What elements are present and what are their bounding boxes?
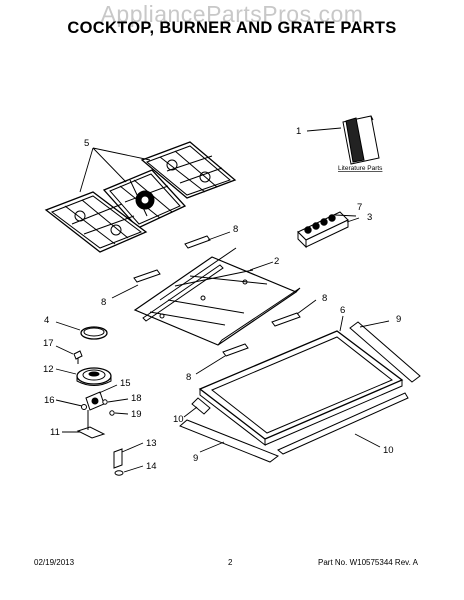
- grate-left[interactable]: [44, 191, 148, 253]
- trim-strip-9-front[interactable]: [179, 419, 280, 463]
- callout-8-left: 8: [101, 297, 106, 308]
- valve-assembly[interactable]: [297, 211, 349, 249]
- clip-19[interactable]: [109, 410, 115, 416]
- callout-3: 3: [367, 212, 372, 223]
- literature-parts-label: Literature Parts: [338, 165, 383, 172]
- strip-8-upper[interactable]: [184, 235, 211, 249]
- callout-9-back: 9: [396, 314, 401, 325]
- callout-17: 17: [43, 338, 54, 349]
- callout-8-right: 8: [322, 293, 327, 304]
- trim-strip-10-bottom[interactable]: [277, 392, 409, 455]
- electrode-17[interactable]: [73, 350, 83, 364]
- spark-wire-18[interactable]: [102, 399, 108, 405]
- callout-10-bottom: 10: [383, 445, 394, 456]
- callout-5: 5: [84, 138, 89, 149]
- grate-center[interactable]: [102, 169, 187, 229]
- orifice-holder[interactable]: [85, 391, 105, 411]
- page-title: COCKTOP, BURNER AND GRATE PARTS: [67, 19, 397, 37]
- heat-shield[interactable]: [133, 247, 301, 346]
- callout-7: 7: [357, 202, 362, 213]
- callout-numbers: 1 2 3 4 5 6 7 8 8 8 8 9 9 10 10 11 12 13…: [43, 126, 401, 472]
- washer-14[interactable]: [114, 470, 124, 476]
- strip-8-left[interactable]: [133, 269, 161, 283]
- bracket-11[interactable]: [76, 410, 106, 439]
- footer-date: 02/19/2013: [34, 558, 75, 567]
- literature-parts-booklet[interactable]: [342, 115, 380, 165]
- callout-6: 6: [340, 305, 345, 316]
- screw-13[interactable]: [113, 448, 123, 469]
- strip-8-lower[interactable]: [222, 343, 249, 357]
- callout-12: 12: [43, 364, 54, 375]
- footer-page-number: 2: [228, 558, 233, 567]
- callout-10-left: 10: [173, 414, 184, 425]
- callout-4: 4: [44, 315, 49, 326]
- callout-14: 14: [146, 461, 157, 472]
- gas-orifice-16[interactable]: [81, 404, 87, 410]
- leader-lines: [55, 127, 390, 473]
- burner-base[interactable]: [76, 367, 112, 386]
- footer-part-number: Part No. W10575344 Rev. A: [318, 558, 418, 567]
- watermark: AppliancePartsPros.com: [100, 1, 364, 27]
- callout-19: 19: [131, 409, 142, 420]
- callout-13: 13: [146, 438, 157, 449]
- cooktop-frame[interactable]: [198, 330, 404, 447]
- burner-cap[interactable]: [80, 326, 108, 340]
- trim-strip-10-left[interactable]: [191, 397, 211, 415]
- callout-1: 1: [296, 126, 301, 137]
- callout-16: 16: [44, 395, 55, 406]
- trim-strip-9-back[interactable]: [349, 321, 421, 383]
- strip-8-right[interactable]: [271, 312, 301, 327]
- callout-8-lower: 8: [186, 372, 191, 383]
- callout-15: 15: [120, 378, 131, 389]
- callout-9-front: 9: [193, 453, 198, 464]
- callout-18: 18: [131, 393, 142, 404]
- callout-2: 2: [274, 256, 279, 267]
- callout-11: 11: [50, 427, 60, 438]
- grate-right[interactable]: [140, 141, 237, 199]
- callout-8-upper: 8: [233, 224, 238, 235]
